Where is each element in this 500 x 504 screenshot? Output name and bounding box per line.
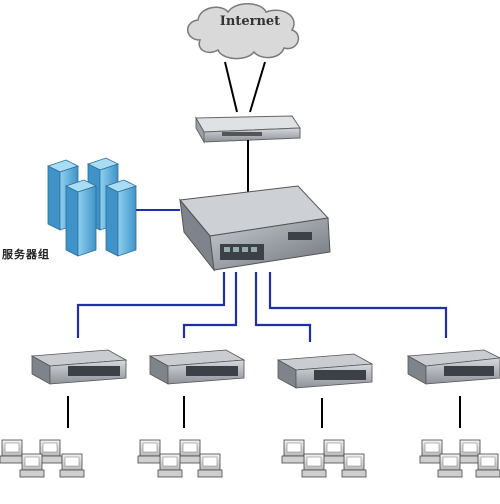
pc-icon <box>457 439 483 464</box>
distribution-links <box>76 272 448 342</box>
server-group-label: 服务器组 <box>2 248 50 261</box>
pc-icon <box>321 439 347 464</box>
switch-icon <box>276 353 374 389</box>
pc-icon <box>437 453 463 478</box>
link-switch-2 <box>182 272 238 338</box>
pc-icon <box>19 453 45 478</box>
cloud-router-link-left <box>224 61 238 113</box>
link-switch-4 <box>268 272 448 338</box>
pc-icon <box>37 439 63 464</box>
cloud-router-link-right <box>249 61 266 113</box>
router-icon <box>195 115 301 144</box>
pc-groups <box>0 439 500 478</box>
internet-cloud-icon <box>187 3 300 60</box>
link-switch-1 <box>76 272 226 338</box>
pc-icon <box>59 453 85 478</box>
pc-icon <box>341 453 367 478</box>
switch-icon <box>30 349 128 385</box>
pc-icon <box>177 439 203 464</box>
pc-icon <box>281 439 307 464</box>
core-switch-icon <box>179 185 331 272</box>
link-switch-3 <box>254 272 312 342</box>
pc-icon <box>0 439 25 464</box>
pc-icon <box>137 439 163 464</box>
server-rack-icon <box>46 157 138 257</box>
pc-icon <box>197 453 223 478</box>
pc-icon <box>157 453 183 478</box>
pc-icon <box>419 439 445 464</box>
switch-icon <box>406 349 500 385</box>
internet-label: Internet <box>219 14 281 29</box>
switch-icon <box>148 349 246 385</box>
pc-icon <box>475 453 500 478</box>
pc-icon <box>301 453 327 478</box>
